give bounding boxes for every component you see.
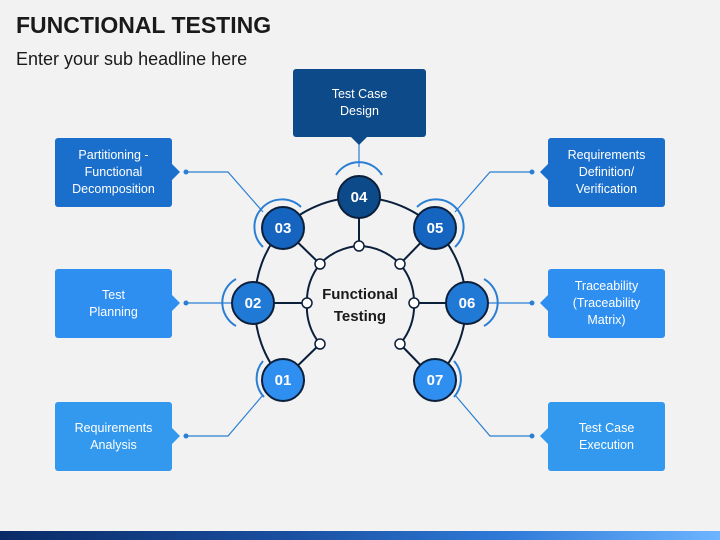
step-circle-06 bbox=[445, 281, 489, 325]
step-box-01: Requirements Analysis bbox=[55, 402, 172, 471]
step-label-04: Test Case Design bbox=[331, 87, 388, 118]
step-box-02: Test Planning bbox=[55, 269, 172, 338]
step-number-07: 07 bbox=[427, 372, 444, 389]
dot bbox=[301, 297, 313, 309]
step-number-04: 04 bbox=[351, 189, 368, 206]
step-circles bbox=[231, 175, 489, 402]
dot bbox=[314, 338, 326, 350]
step-number-06: 06 bbox=[459, 295, 476, 312]
step-circle-03 bbox=[261, 206, 305, 250]
connector-dots bbox=[301, 240, 420, 350]
step-box-07: Test Case Execution bbox=[548, 402, 665, 471]
step-label-01: Requirements Analysis bbox=[74, 420, 153, 452]
dot bbox=[394, 338, 406, 350]
dot bbox=[394, 258, 406, 270]
leader-dots bbox=[183, 169, 535, 439]
step-box-04: Test Case Design bbox=[293, 69, 426, 137]
step-label-02: Test Planning bbox=[89, 287, 138, 319]
dot bbox=[314, 258, 326, 270]
center-line-2: Testing bbox=[334, 308, 386, 325]
center-label: Functional Testing bbox=[322, 286, 398, 325]
center-line-1: Functional bbox=[322, 286, 398, 303]
step-circle-01 bbox=[261, 358, 305, 402]
page-subtitle: Enter your sub headline here bbox=[16, 49, 248, 69]
step-label-07: Test Case Execution bbox=[578, 420, 635, 452]
step-label-05: Requirements Definition/ Verification bbox=[567, 148, 646, 196]
box-pointers bbox=[172, 137, 548, 444]
step-circle-04 bbox=[337, 175, 381, 219]
step-box-03: Partitioning - Functional Decomposition bbox=[55, 138, 172, 207]
dot bbox=[353, 240, 365, 252]
step-circle-02 bbox=[231, 281, 275, 325]
step-number-03: 03 bbox=[275, 220, 292, 237]
dot bbox=[408, 297, 420, 309]
step-numbers: 01 02 03 04 05 06 07 bbox=[245, 189, 476, 389]
step-number-02: 02 bbox=[245, 295, 262, 312]
ring-accents bbox=[221, 161, 499, 398]
step-box-06: Traceability (Traceability Matrix) bbox=[548, 269, 665, 338]
step-number-01: 01 bbox=[275, 372, 292, 389]
step-circle-07 bbox=[413, 358, 457, 402]
step-number-05: 05 bbox=[427, 220, 444, 237]
page-title: FUNCTIONAL TESTING bbox=[16, 12, 272, 38]
step-label-06: Traceability (Traceability Matrix) bbox=[572, 279, 641, 327]
step-circle-05 bbox=[413, 206, 457, 250]
step-label-03: Partitioning - Functional Decomposition bbox=[72, 148, 155, 196]
step-box-05: Requirements Definition/ Verification bbox=[548, 138, 665, 207]
footer-gradient-bar bbox=[0, 531, 720, 540]
